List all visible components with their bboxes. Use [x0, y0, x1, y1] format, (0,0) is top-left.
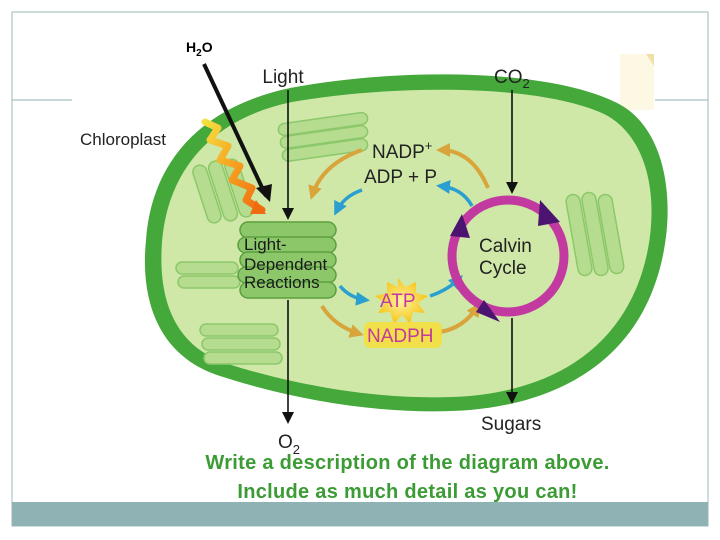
slide-frame [11, 11, 709, 527]
nadp-return-arrow [436, 143, 490, 189]
calvin-arrowhead-top [538, 200, 560, 226]
atp-starburst [375, 278, 428, 324]
nadph-label: NADPH [367, 326, 434, 347]
adp-to-ldr-arrow [334, 188, 363, 216]
nadph-to-calvin-arrow [439, 302, 481, 334]
thylakoid-stack-bottom [199, 323, 283, 365]
adp-label: ADP + P [364, 167, 437, 188]
water-label: H2O [186, 39, 213, 59]
light-label: Light [262, 67, 304, 88]
thylakoid-stack-top [277, 111, 369, 162]
calvin-label-line2: Cycle [479, 258, 527, 279]
light-energy-bolt [201, 118, 266, 214]
sugars-label: Sugars [481, 414, 541, 435]
nadph-out-arrow [320, 304, 364, 338]
o2-label: O2 [278, 432, 300, 457]
co2-arrowhead [506, 182, 518, 194]
atp-label: ATP [380, 291, 416, 312]
sugars-arrowhead [506, 392, 518, 404]
thylakoid-stack-lower-left [175, 261, 241, 289]
nadph-highlight [364, 322, 442, 348]
nadp-to-ldr-arrow [308, 148, 363, 200]
light-arrowhead [282, 208, 294, 220]
footer-bar [12, 502, 708, 526]
co2-label: CO2 [494, 67, 530, 91]
nadp-label: NADP+ [372, 138, 432, 163]
calvin-cycle-ring [447, 195, 569, 317]
instruction-line-1: Write a description of the diagram above… [205, 452, 610, 474]
decorative-note-corner [646, 54, 654, 66]
atp-out-arrow [338, 284, 370, 306]
instruction-line-2: Include as much detail as you can! [237, 481, 578, 503]
o2-arrowhead [282, 412, 294, 424]
ldr-label-line2: Dependent [244, 255, 327, 274]
ldr-label-line1: Light- [244, 235, 287, 254]
adp-return-arrow [436, 179, 474, 207]
water-arrowhead [256, 184, 272, 202]
light-dependent-thylakoid-stack [237, 221, 337, 299]
chloroplast-stroma [161, 89, 652, 398]
chloroplast-label: Chloroplast [80, 130, 166, 149]
light-energy-arrowhead [250, 200, 266, 214]
ldr-label-line3: Reactions [244, 273, 320, 292]
water-arrow [202, 63, 268, 197]
calvin-arrowhead-bottom [476, 300, 500, 322]
decorative-note [620, 54, 654, 110]
calvin-label-line1: Calvin [479, 236, 532, 257]
calvin-arrowhead-left [450, 214, 470, 238]
thylakoid-stack-right [565, 191, 625, 277]
